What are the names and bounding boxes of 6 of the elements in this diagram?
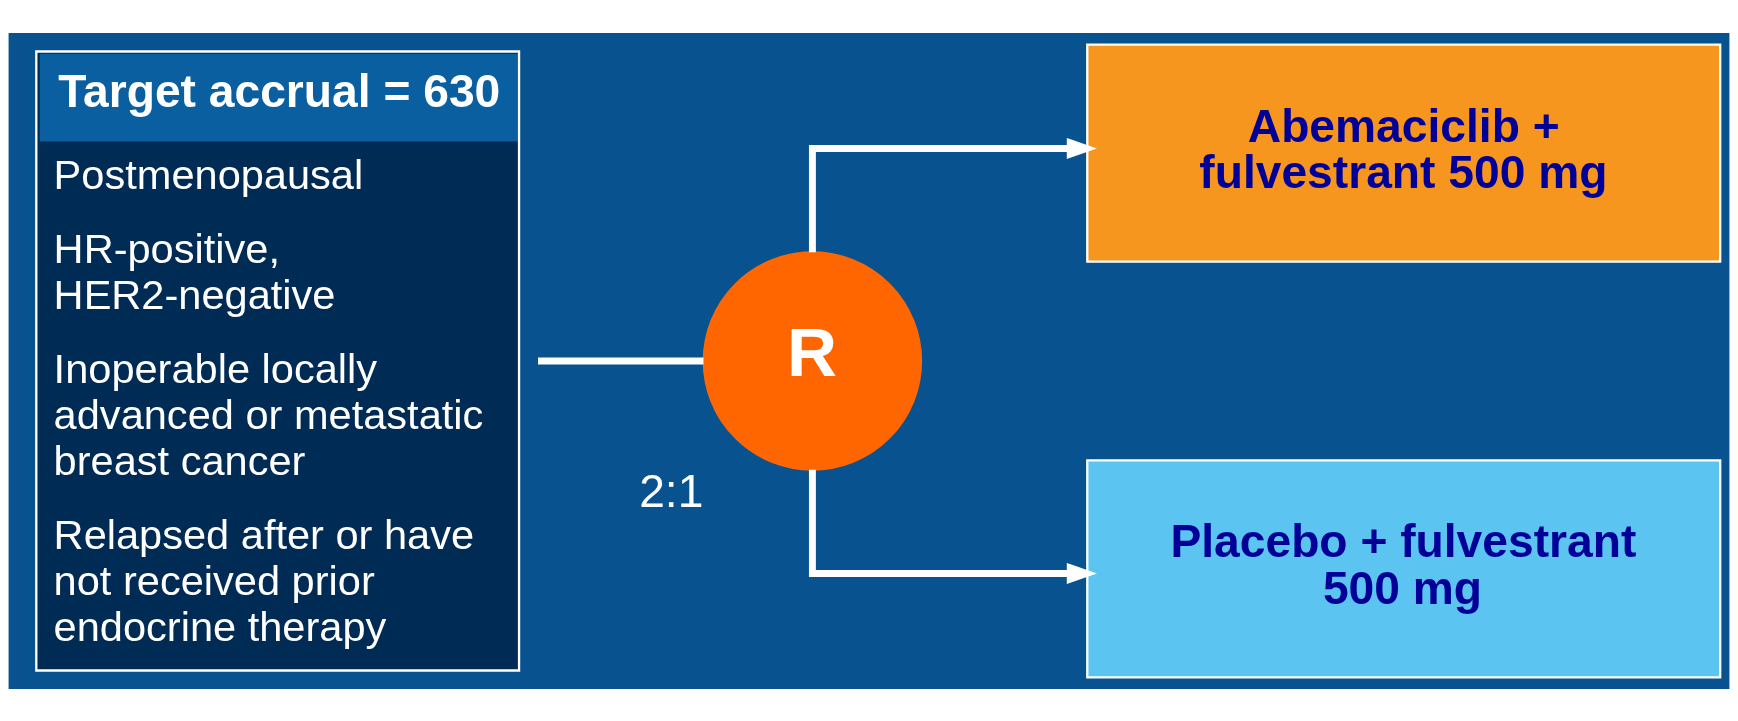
node-box: Abemaciclib + fulvestrant 500 mg <box>1086 42 1722 263</box>
node-label: 2:1 <box>639 464 704 517</box>
node-box: Placebo + fulvestrant 500 mg <box>1086 458 1722 679</box>
node-circle: R <box>702 250 923 471</box>
arrow <box>808 469 1097 584</box>
arrow <box>808 137 1097 252</box>
